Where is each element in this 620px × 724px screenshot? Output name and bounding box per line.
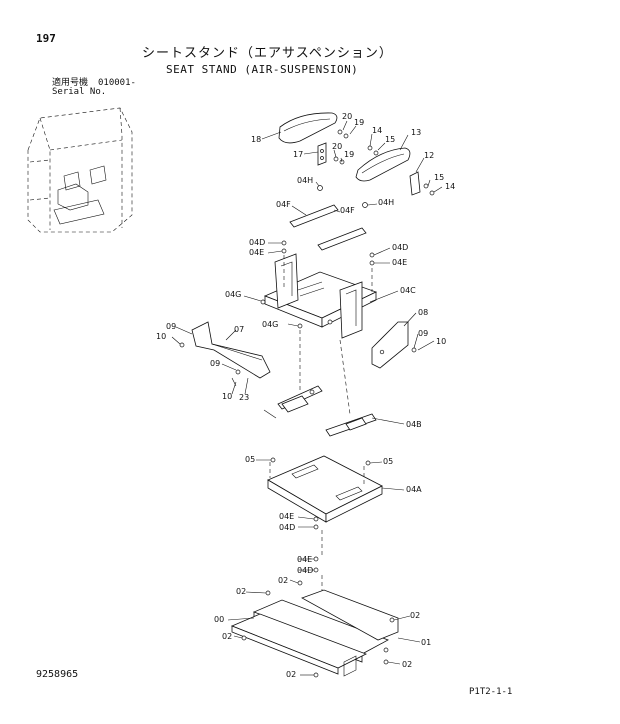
label-19b: 19 — [344, 150, 354, 159]
fasteners-04d-04e-lower — [313, 516, 319, 573]
label-02f: 02 — [286, 670, 296, 679]
label-04E-upper-right: 04E — [392, 258, 407, 267]
leader-lines — [171, 120, 443, 676]
label-04D-upper-right: 04D — [392, 243, 408, 252]
label-04B: 04B — [406, 420, 422, 429]
bolt-04g-lower — [297, 323, 303, 329]
title-english: SEAT STAND (AIR-SUSPENSION) — [166, 63, 359, 76]
label-04D-lower-a: 04D — [279, 523, 295, 532]
label-04A: 04A — [406, 485, 422, 494]
label-07: 07 — [234, 325, 244, 334]
label-05-left: 05 — [245, 455, 255, 464]
label-09a: 09 — [166, 322, 176, 331]
label-04F-left: 04F — [276, 200, 291, 209]
label-13: 13 — [411, 128, 421, 137]
alignment-lines — [269, 255, 373, 598]
mounting-plate-04a — [267, 455, 383, 523]
label-15a: 15 — [385, 135, 395, 144]
label-04G-lower: 04G — [262, 320, 278, 329]
label-17: 17 — [293, 150, 303, 159]
label-10a: 10 — [156, 332, 166, 341]
label-02e: 02 — [402, 660, 412, 669]
fasteners-04d-04e-upper — [281, 240, 375, 266]
bolt-05-left — [270, 457, 276, 463]
armrest-right — [355, 147, 411, 182]
base-frame — [230, 589, 399, 677]
slide-rail-assembly-04b — [263, 385, 377, 437]
label-14a: 14 — [372, 126, 382, 135]
label-04E-upper-left: 04E — [249, 248, 264, 257]
label-04C: 04C — [400, 286, 416, 295]
label-02c: 02 — [410, 611, 420, 620]
label-15b: 15 — [434, 173, 444, 182]
label-19a: 19 — [354, 118, 364, 127]
label-04D-upper-left: 04D — [249, 238, 265, 247]
label-04E-lower-b: 04E — [297, 555, 312, 564]
page-number: 197 — [36, 32, 56, 45]
label-09c: 09 — [210, 359, 220, 368]
label-18: 18 — [251, 135, 261, 144]
label-04F-right: 04F — [340, 206, 355, 215]
label-14b: 14 — [445, 182, 455, 191]
label-04E-lower-a: 04E — [279, 512, 294, 521]
label-08: 08 — [418, 308, 428, 317]
label-23: 23 — [239, 393, 249, 402]
label-12: 12 — [424, 151, 434, 160]
label-02b: 02 — [278, 576, 288, 585]
screw-04h-right — [362, 202, 368, 208]
serial-value: 010001- — [98, 78, 136, 88]
bolt-04g-upper — [260, 299, 266, 305]
screw-04h-left — [317, 185, 323, 191]
label-02a: 02 — [236, 587, 246, 596]
label-04H-left: 04H — [297, 176, 313, 185]
armrest-left — [278, 112, 338, 144]
label-20b: 20 — [332, 142, 342, 151]
label-04H-right: 04H — [378, 198, 394, 207]
label-04D-lower-b: 04D — [297, 566, 313, 575]
bolt-05-right — [365, 460, 371, 466]
part-number-labels: 18 20 19 17 20 19 14 15 13 12 15 14 04H … — [156, 112, 455, 679]
label-01: 01 — [421, 638, 431, 647]
slide-rail-right — [317, 227, 367, 251]
page-code: P1T2-1-1 — [469, 687, 513, 697]
serial-label-jp: 適用号機 — [52, 78, 89, 88]
label-10c: 10 — [222, 392, 232, 401]
label-02d: 02 — [222, 632, 232, 641]
label-09b: 09 — [418, 329, 428, 338]
cab-overview-sketch — [27, 107, 133, 233]
label-05-right: 05 — [383, 457, 393, 466]
serial-label-en: Serial No. — [52, 87, 107, 97]
suspension-frame — [263, 253, 378, 339]
armrest-right-bracket — [409, 171, 421, 196]
label-00: 00 — [214, 615, 224, 624]
slide-rail-left — [289, 204, 339, 228]
figure-number: 9258965 — [36, 669, 79, 680]
bolts-02 — [241, 580, 395, 678]
title-japanese: シートスタンド（エアサスペンション） — [142, 46, 393, 61]
label-10b: 10 — [436, 337, 446, 346]
side-bracket-08 — [371, 321, 409, 369]
label-20a: 20 — [342, 112, 352, 121]
label-04G-upper: 04G — [225, 290, 241, 299]
armrest-left-bracket — [317, 142, 327, 166]
